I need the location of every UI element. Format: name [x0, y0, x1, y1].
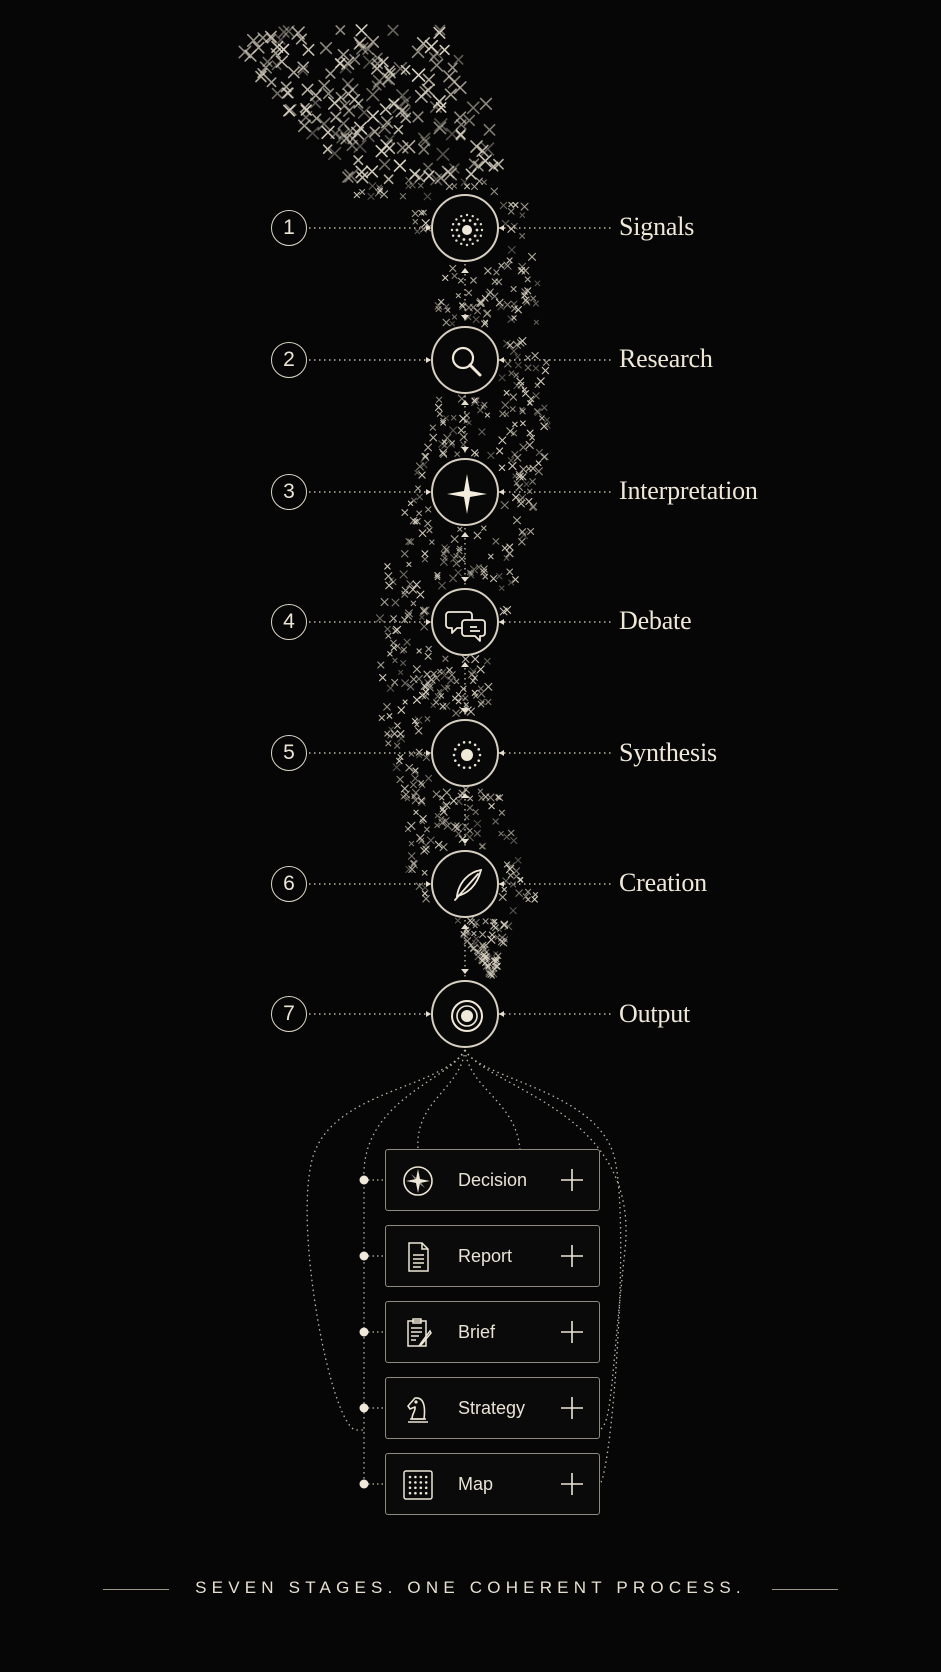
footer-tagline: SEVEN STAGES. ONE COHERENT PROCESS. — [195, 1578, 746, 1597]
output-card-report[interactable]: Report — [385, 1225, 600, 1287]
stage-label: Synthesis — [619, 738, 717, 767]
plus-icon[interactable] — [561, 1245, 583, 1267]
card-connector-dots — [359, 1175, 369, 1489]
output-card-map[interactable]: Map — [385, 1453, 600, 1515]
quill-icon — [431, 850, 499, 918]
divider-left — [103, 1589, 169, 1590]
output-card-brief[interactable]: Brief — [385, 1301, 600, 1363]
output-label: Brief — [458, 1322, 496, 1342]
stage-number: 4 — [271, 604, 307, 640]
output-label: Strategy — [458, 1398, 526, 1418]
dotted-ring-icon — [431, 719, 499, 787]
output-card-strategy[interactable]: Strategy — [385, 1377, 600, 1439]
divider-right — [772, 1589, 838, 1590]
four-point-star-icon — [431, 458, 499, 526]
dot-grid-icon — [403, 1470, 433, 1500]
output-label: Decision — [458, 1170, 528, 1190]
output-branches — [306, 1049, 627, 1485]
signals-radial-icon — [431, 194, 499, 262]
stage-label: Research — [619, 344, 713, 373]
stage-label: Interpretation — [619, 476, 758, 505]
plus-icon[interactable] — [561, 1473, 583, 1495]
output-label: Report — [458, 1246, 513, 1266]
stage-label: Output — [619, 999, 691, 1028]
particle-stream — [238, 24, 551, 979]
clipboard-pen-icon — [407, 1318, 432, 1347]
stage-number: 7 — [271, 996, 307, 1032]
leader-lines — [309, 227, 611, 1015]
plus-icon[interactable] — [561, 1169, 583, 1191]
compass-icon — [403, 1166, 433, 1196]
connector-arrows — [426, 225, 504, 1017]
plus-icon[interactable] — [561, 1397, 583, 1419]
stage-number: 1 — [271, 210, 307, 246]
speech-bubbles-icon — [431, 588, 499, 656]
magnifier-icon — [431, 326, 499, 394]
stage-number: 5 — [271, 735, 307, 771]
stage-label: Signals — [619, 212, 695, 241]
target-icon — [431, 980, 499, 1048]
plus-icon[interactable] — [561, 1321, 583, 1343]
document-icon — [408, 1242, 429, 1272]
stage-number: 2 — [271, 342, 307, 378]
stage-label: Debate — [619, 606, 692, 635]
chess-knight-icon — [407, 1397, 428, 1423]
footer-tagline-row: SEVEN STAGES. ONE COHERENT PROCESS. — [0, 1578, 941, 1602]
output-card-decision[interactable]: Decision — [385, 1149, 600, 1211]
stage-label: Creation — [619, 868, 707, 897]
stage-number: 6 — [271, 866, 307, 902]
stage-number: 3 — [271, 474, 307, 510]
output-label: Map — [458, 1474, 494, 1494]
